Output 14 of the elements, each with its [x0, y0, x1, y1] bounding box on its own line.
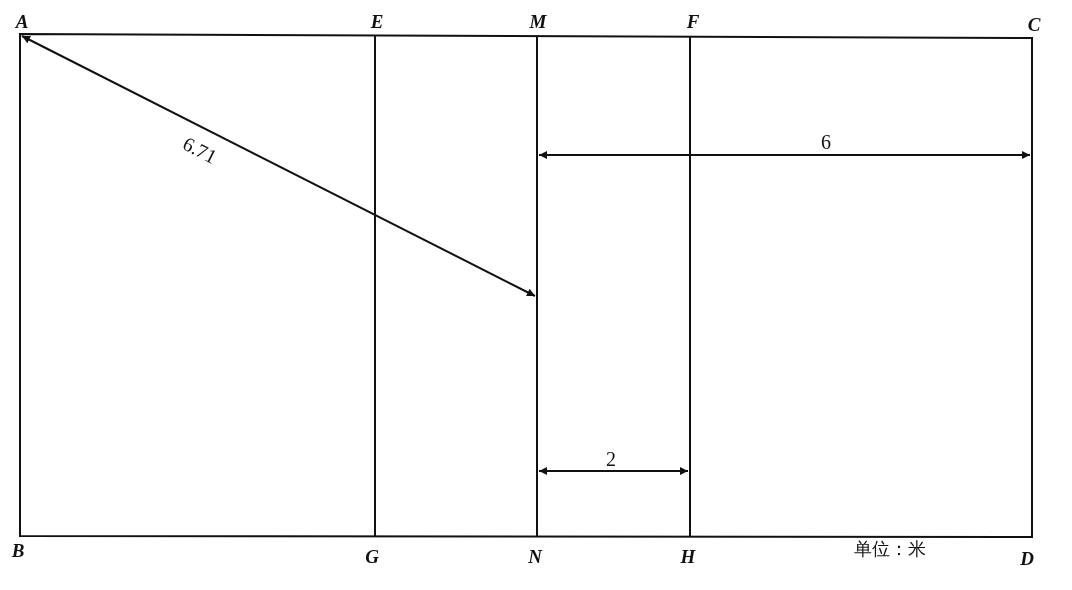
point-label: B — [11, 540, 25, 560]
point-label: D — [1020, 548, 1034, 568]
point-label: N — [528, 546, 542, 566]
point-label: G — [365, 546, 379, 566]
point-label: H — [680, 546, 696, 566]
point-label: C — [1027, 14, 1041, 34]
point-label: E — [370, 11, 384, 31]
point-label: A — [15, 11, 29, 31]
dimension-label: 6 — [821, 132, 831, 152]
dimension-label: 6.71 — [179, 133, 221, 167]
point-label: M — [529, 11, 547, 31]
dimension-label: 2 — [606, 449, 616, 469]
point-label: F — [686, 11, 700, 31]
unit-note: 单位：米 — [854, 540, 926, 558]
